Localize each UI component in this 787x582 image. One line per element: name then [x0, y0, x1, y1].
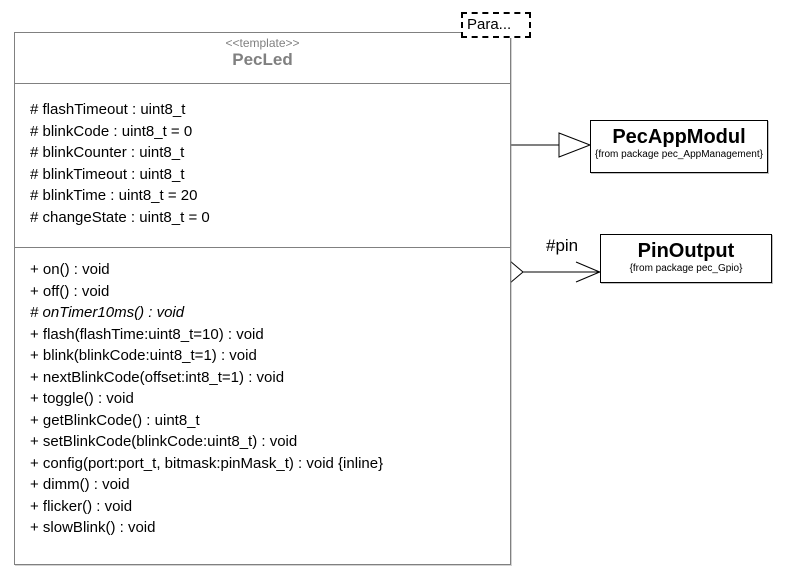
class-box-pinoutput[interactable]: PinOutput {from package pec_Gpio} [600, 234, 772, 283]
operation-row: + flicker() : void [30, 497, 133, 515]
attribute-row: # blinkTime : uint8_t = 20 [30, 187, 198, 204]
template-parameter-box[interactable]: Para... [461, 12, 531, 38]
operation-row: + flash(flashTime:uint8_t=10) : void [30, 325, 264, 343]
operation-row: + config(port:port_t, bitmask:pinMask_t)… [30, 454, 384, 472]
class-name-pinoutput: PinOutput [637, 240, 735, 262]
attribute-row: # blinkCode : uint8_t = 0 [30, 122, 193, 140]
operation-list: + on() : void + off() : void # onTimer10… [30, 259, 510, 539]
operation-row: + dimm() : void [30, 476, 130, 493]
aggregation-role-label: #pin [546, 236, 579, 255]
generalization-triangle-icon [558, 132, 592, 158]
attribute-row: # blinkCounter : uint8_t [30, 144, 185, 161]
class-box-pecled[interactable]: <<template>> PecLed # flashTimeout : uin… [14, 32, 511, 565]
package-note-pecappmodul: {from package pec_AppManagement} [595, 149, 763, 160]
stereotype-label: <<template>> [225, 36, 300, 50]
operation-row: + blink(blinkCode:uint8_t=1) : void [30, 347, 257, 364]
package-note-pinoutput: {from package pec_Gpio} [629, 263, 743, 274]
attribute-list: # flashTimeout : uint8_t # blinkCode : u… [30, 99, 510, 228]
operation-row: + on() : void [30, 261, 110, 278]
operation-row: + setBlinkCode(blinkCode:uint8_t) : void [30, 433, 298, 450]
class-box-pecappmodul[interactable]: PecAppModul {from package pec_AppManagem… [590, 120, 768, 173]
class-name-pecled: PecLed [232, 50, 293, 69]
operation-row: + off() : void [30, 282, 110, 300]
operation-row: + nextBlinkCode(offset:int8_t=1) : void [30, 368, 285, 386]
open-arrowhead-icon [575, 270, 603, 283]
class-name-pecappmodul: PecAppModul [612, 126, 746, 148]
operations-compartment: + on() : void + off() : void # onTimer10… [15, 247, 510, 565]
operation-row: + slowBlink() : void [30, 519, 156, 536]
operation-row: + toggle() : void [30, 390, 134, 407]
operation-row-abstract: # onTimer10ms() : void [30, 304, 185, 321]
operation-row: + getBlinkCode() : uint8_t [30, 411, 200, 429]
attributes-compartment: # flashTimeout : uint8_t # blinkCode : u… [15, 83, 510, 247]
attribute-row: # blinkTimeout : uint8_t [30, 165, 185, 183]
attribute-row: # changeState : uint8_t = 0 [30, 208, 210, 226]
open-arrowhead-icon [575, 261, 603, 274]
class-header: <<template>> PecLed [15, 33, 510, 83]
attribute-row: # flashTimeout : uint8_t [30, 101, 186, 118]
